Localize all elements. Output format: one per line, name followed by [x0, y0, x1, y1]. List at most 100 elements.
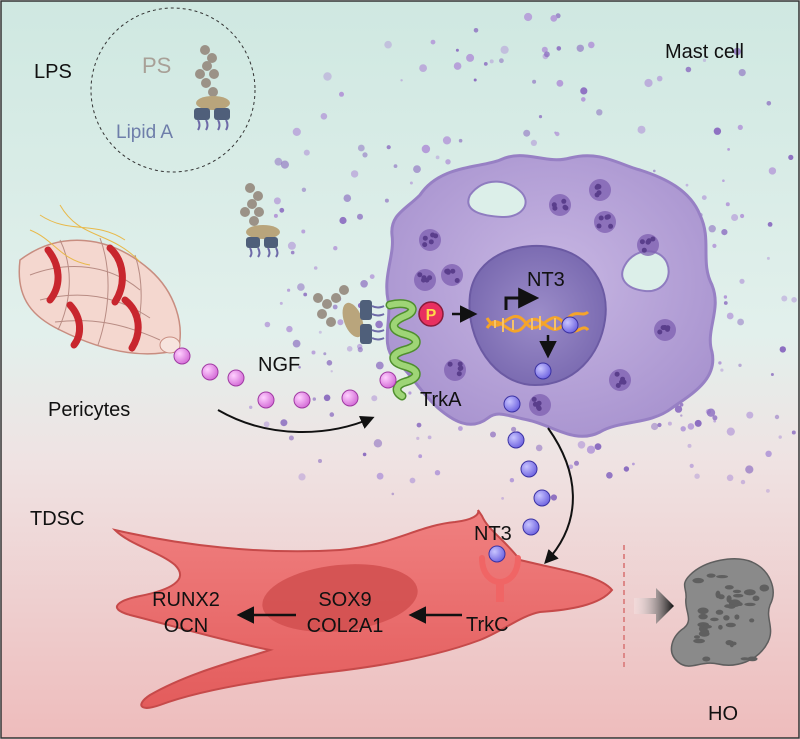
granule-dot — [608, 223, 614, 229]
granule-dot — [428, 239, 434, 245]
lps-label: LPS — [34, 61, 72, 83]
granule-dot — [774, 414, 780, 420]
granule-dot — [360, 280, 368, 288]
granule-dot — [701, 195, 707, 201]
granule-dot — [731, 214, 739, 221]
granule-dot — [386, 145, 391, 150]
granule-dot — [433, 233, 439, 239]
granule-dot — [458, 138, 463, 143]
nt3-dot — [522, 518, 540, 536]
ngf-dot — [341, 389, 359, 407]
granule-dot — [737, 318, 744, 326]
bone-pit — [710, 617, 719, 622]
granule-dot — [445, 159, 451, 165]
bone-pit — [740, 657, 749, 661]
granule-dot — [746, 411, 754, 419]
granule-dot — [718, 361, 722, 365]
phospho-badge — [418, 301, 444, 327]
granule-dot — [375, 320, 383, 329]
bone-pit — [732, 589, 742, 594]
granule-dot — [339, 216, 347, 225]
granule-dot — [702, 58, 707, 63]
bone-pit — [724, 585, 734, 590]
nt3-dot — [488, 545, 506, 563]
granule-dot — [323, 352, 327, 356]
granule-dot — [320, 113, 328, 120]
granule-dot — [632, 462, 635, 466]
granule-dot — [606, 472, 613, 479]
granule-dot — [376, 472, 384, 480]
granule-dot — [286, 325, 293, 333]
granule-dot — [419, 64, 427, 72]
granule-dot — [264, 321, 271, 328]
granule-dot — [577, 441, 586, 449]
granule-dot — [298, 473, 306, 481]
granule-dot — [301, 187, 307, 192]
granule-dot — [574, 460, 579, 466]
bone-pit — [715, 590, 721, 599]
ngf-dot — [379, 371, 397, 389]
granule-dot — [499, 58, 504, 64]
granule-dot — [303, 149, 310, 156]
granule-dot — [409, 477, 416, 484]
granule-dot — [384, 198, 389, 203]
granule-dot — [586, 445, 596, 454]
granule-dot — [408, 391, 412, 395]
granule-dot — [596, 223, 602, 229]
granule-dot — [430, 39, 436, 45]
granule-dot — [726, 427, 735, 436]
granule-dot — [767, 222, 773, 227]
granule-dot — [290, 250, 295, 255]
bone-pit — [734, 614, 740, 620]
granule-dot — [458, 426, 463, 431]
nt3-dot — [507, 431, 525, 449]
granule-dot — [727, 148, 730, 151]
granule-dot — [712, 243, 717, 248]
granule-dot — [466, 53, 475, 62]
granule-dot — [323, 394, 331, 402]
granule-dot — [273, 197, 281, 205]
granule-dot — [384, 40, 392, 49]
bone-pit — [749, 618, 755, 623]
ngf-dot — [257, 391, 275, 409]
granule-dot — [280, 160, 289, 169]
granule-dot — [373, 439, 383, 448]
granule-dot — [556, 79, 564, 87]
granule-dot — [391, 492, 395, 496]
granule-dot — [745, 465, 754, 474]
granule-dot — [778, 435, 782, 439]
bone-pit — [725, 622, 736, 628]
granule-dot — [726, 474, 734, 482]
granule-dot — [473, 78, 477, 82]
phospho-label: P — [426, 307, 437, 324]
granule-dot — [650, 236, 656, 242]
granule-dot — [679, 402, 684, 407]
granule-dot — [501, 497, 504, 500]
granule-dot — [456, 371, 462, 377]
granule-dot — [330, 370, 333, 373]
granule-dot — [326, 360, 333, 366]
granule-dot — [581, 97, 586, 102]
bone-pit — [752, 595, 760, 602]
nt3-nucleus-label: NT3 — [527, 269, 565, 291]
granule-dot — [788, 154, 794, 160]
granule-dot — [791, 430, 796, 435]
granule-dot — [645, 239, 651, 245]
granule-dot — [413, 165, 421, 174]
ngf-dots — [173, 347, 397, 409]
bone-pit — [697, 607, 709, 615]
bone-pit — [718, 624, 723, 630]
granule-dot — [510, 426, 517, 432]
granule-dot — [532, 79, 537, 84]
granule-dot — [685, 183, 689, 187]
transcription-arrow — [504, 287, 540, 310]
granule-dot — [337, 319, 344, 326]
granule-dot — [303, 292, 308, 297]
granule-dot — [689, 463, 694, 468]
granule-dot — [332, 304, 338, 310]
granule-dot — [596, 109, 603, 116]
granule-dot — [509, 478, 515, 483]
bone-pit — [715, 609, 724, 615]
granule-dot — [318, 459, 322, 463]
